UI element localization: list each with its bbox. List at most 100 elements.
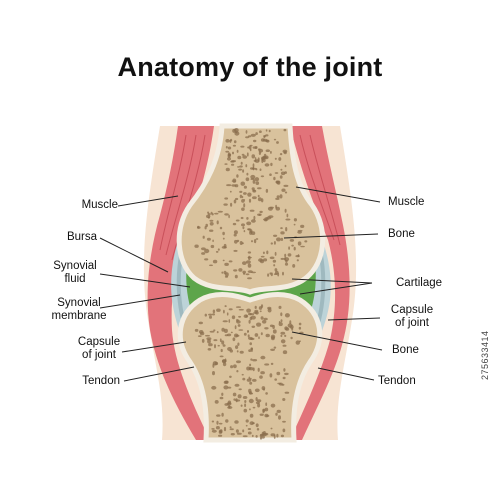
bone-pore: [259, 130, 262, 133]
bone-pore: [210, 244, 215, 249]
bone-pore: [247, 334, 250, 338]
bone-pore: [238, 315, 242, 318]
bone-pore: [247, 256, 252, 259]
leader-capsule-right: [327, 317, 381, 321]
bone-pore: [243, 185, 247, 189]
bone-pore: [216, 420, 219, 425]
bone-pore: [236, 432, 242, 435]
bone-pore: [280, 434, 284, 438]
bone-pore: [280, 257, 285, 260]
bone-pore: [291, 244, 294, 247]
bone-pore: [272, 329, 277, 334]
bone-pore: [251, 187, 255, 191]
bone-pore: [235, 345, 239, 349]
bone-pore: [253, 159, 257, 162]
bone-pore: [224, 403, 229, 406]
bone-pore: [270, 242, 273, 245]
bone-pore: [234, 383, 240, 387]
bone-pore: [273, 176, 276, 181]
bone-pore: [224, 163, 228, 165]
bone-pore: [224, 197, 229, 200]
bone-pore: [247, 270, 253, 273]
bone-pore: [234, 239, 238, 244]
bone-pore: [213, 329, 216, 332]
bone-pore: [256, 322, 262, 327]
bone-pore: [293, 223, 296, 226]
bone-pore: [240, 161, 243, 165]
bone-pore: [245, 424, 248, 427]
bone-pore: [225, 150, 230, 153]
bone-pore: [228, 404, 231, 409]
bone-pore: [279, 382, 283, 386]
bone-pore: [221, 327, 225, 332]
bone-pore: [212, 259, 218, 264]
bone-pore: [268, 129, 271, 133]
bone-pore: [219, 396, 224, 400]
bone-pore: [201, 247, 206, 251]
bone-pore: [218, 429, 222, 433]
bone-pore: [238, 168, 243, 171]
bone-pore: [260, 175, 265, 178]
bone-pore: [249, 229, 253, 233]
bone-pore: [246, 172, 249, 176]
bone-pore: [270, 150, 272, 154]
bone-pore: [217, 248, 220, 251]
bone-pore: [284, 391, 290, 394]
bone-pore: [223, 270, 227, 275]
bone-pore: [273, 138, 277, 141]
bone-pore: [280, 231, 285, 235]
bone-pore: [270, 433, 276, 437]
bone-pore: [263, 218, 268, 221]
bone-pore: [269, 256, 275, 260]
bone-pore: [233, 233, 237, 237]
muscle-right: [290, 126, 350, 440]
bone-pore: [249, 209, 255, 212]
bone-pore: [229, 375, 232, 378]
bone-pore: [279, 153, 283, 156]
bone-pore: [242, 396, 248, 399]
bone-pore: [224, 213, 229, 216]
bone-pore: [280, 312, 283, 317]
bone-pore: [273, 273, 278, 275]
bone-pore: [235, 197, 239, 201]
bone-pore: [244, 403, 247, 408]
bone-pore: [255, 397, 258, 402]
bone-pore: [257, 187, 262, 190]
bone-pore: [233, 199, 237, 204]
bone-pore: [269, 173, 272, 176]
bone-pore: [264, 163, 270, 167]
bone-pore: [297, 241, 302, 246]
bone-pore: [243, 314, 249, 319]
bone-pore: [297, 229, 303, 232]
bone-pore: [212, 363, 215, 368]
bone-pore: [223, 385, 229, 390]
bone-pore: [249, 342, 252, 346]
bone-pore: [237, 155, 242, 160]
bone-pore: [248, 198, 252, 203]
bone-pore: [217, 210, 223, 213]
bone-pore: [235, 219, 240, 222]
bone-pore: [194, 328, 199, 332]
bone-pore: [245, 177, 250, 182]
bone-pore: [216, 414, 221, 417]
bone-pore: [226, 184, 232, 187]
bone-pore: [282, 420, 286, 423]
bone-pores: [194, 128, 308, 440]
bone-pore: [211, 420, 215, 423]
bone-pore: [240, 145, 245, 148]
bone-pore: [282, 149, 288, 153]
bone-pore: [217, 344, 220, 347]
bone-pore: [276, 371, 281, 376]
bone-pore: [242, 261, 247, 265]
bone-pore: [246, 308, 252, 313]
bone-pore: [265, 129, 268, 132]
bone-pore: [247, 263, 252, 268]
bone-pore: [216, 220, 219, 225]
bone-pore: [276, 195, 280, 199]
bone-pore: [284, 191, 288, 194]
bone-pore: [232, 151, 234, 155]
muscle-left: [147, 126, 214, 440]
bone-pore: [241, 199, 245, 203]
bone-pore: [260, 304, 264, 308]
bone-pore: [255, 401, 260, 405]
